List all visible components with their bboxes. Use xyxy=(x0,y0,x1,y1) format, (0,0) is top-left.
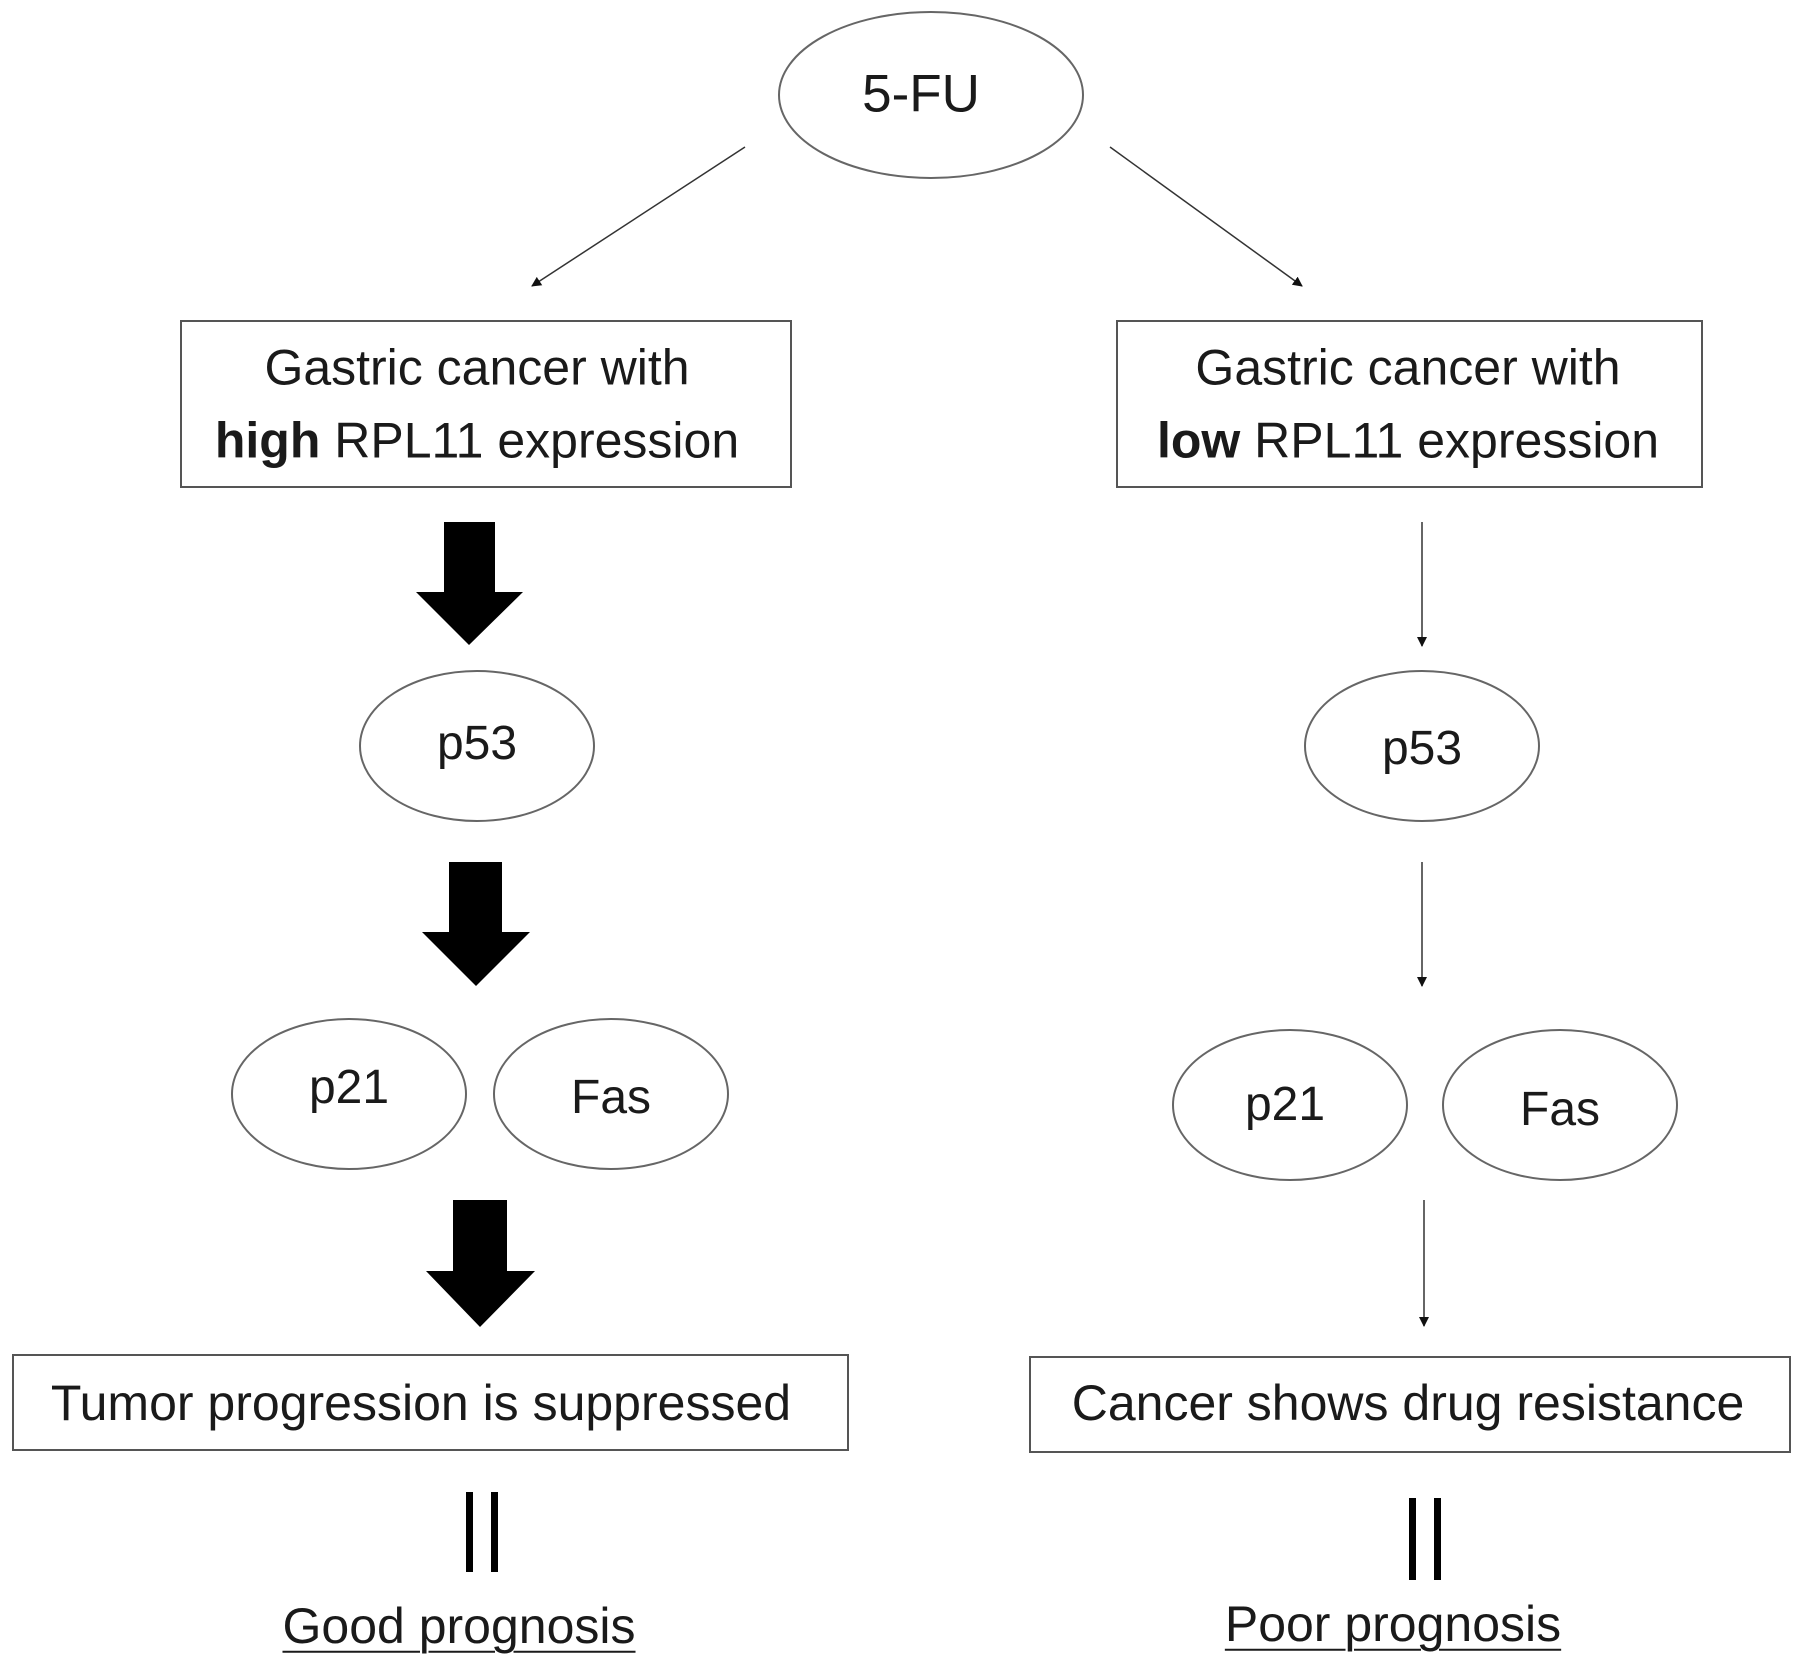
right-fas-oval xyxy=(1442,1029,1678,1181)
left-result-label: Tumor progression is suppressed xyxy=(50,1374,792,1431)
left-p21-label: p21 xyxy=(308,1061,390,1115)
right-p53-label: p53 xyxy=(1381,722,1463,776)
arrow-top-to-left xyxy=(531,146,746,287)
left-condition-box xyxy=(180,320,792,488)
left-condition-text: Gastric cancer with high RPL11 expressio… xyxy=(215,332,739,477)
left-thick-arrow-2 xyxy=(422,862,530,986)
left-equals-bar-2 xyxy=(491,1492,498,1572)
right-condition-text: Gastric cancer with low RPL11 expression xyxy=(1157,332,1659,477)
left-p53-oval xyxy=(359,670,595,822)
arrow-top-to-right xyxy=(1109,146,1303,287)
left-fas-oval xyxy=(493,1018,729,1170)
right-condition-rest: RPL11 expression xyxy=(1240,412,1660,468)
right-result-box xyxy=(1029,1356,1791,1453)
left-condition-emphasis: high xyxy=(214,412,321,468)
right-equals-bar-1 xyxy=(1409,1498,1416,1580)
right-condition-line2: low RPL11 expression xyxy=(1157,404,1659,477)
right-condition-emphasis: low xyxy=(1156,412,1241,468)
left-condition-rest: RPL11 expression xyxy=(320,412,740,468)
left-result-box xyxy=(12,1354,849,1451)
left-condition-line2: high RPL11 expression xyxy=(215,404,739,477)
top-node-label: 5-FU xyxy=(862,64,980,124)
right-result-label: Cancer shows drug resistance xyxy=(1071,1374,1745,1431)
top-node-oval xyxy=(778,11,1084,179)
right-equals-bar-2 xyxy=(1434,1498,1441,1580)
right-condition-box xyxy=(1116,320,1703,488)
left-thick-arrow-1 xyxy=(416,522,523,645)
right-condition-line1: Gastric cancer with xyxy=(1195,339,1621,396)
left-condition-line1: Gastric cancer with xyxy=(264,339,690,396)
left-p21-oval xyxy=(231,1018,467,1170)
left-prognosis-label: Good prognosis xyxy=(282,1597,636,1654)
right-p21-label: p21 xyxy=(1244,1078,1326,1132)
left-equals-bar-1 xyxy=(466,1492,473,1572)
left-p53-label: p53 xyxy=(436,717,518,771)
right-p53-oval xyxy=(1304,670,1540,822)
left-fas-label: Fas xyxy=(570,1071,652,1125)
right-fas-label: Fas xyxy=(1519,1083,1601,1137)
right-prognosis-label: Poor prognosis xyxy=(1224,1595,1562,1652)
left-thick-arrow-3 xyxy=(426,1200,535,1327)
right-p21-oval xyxy=(1172,1029,1408,1181)
